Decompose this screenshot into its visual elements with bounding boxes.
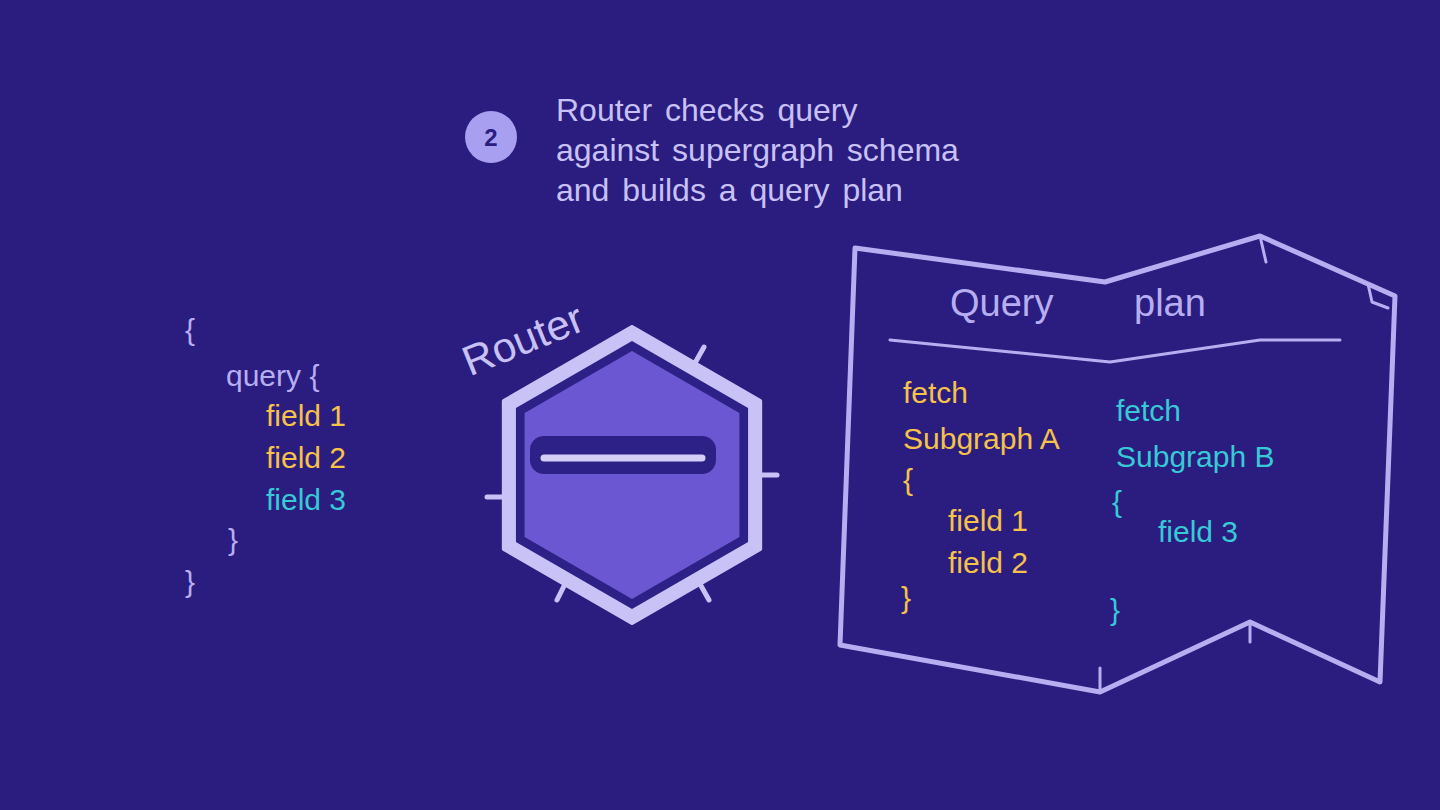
query-code-line: { — [185, 312, 195, 348]
callout-number: 2 — [465, 111, 517, 163]
router-spike — [487, 495, 503, 500]
node-text: } — [1110, 592, 1120, 628]
node-text: field 1 — [948, 503, 1028, 539]
router-hexagon: Router — [470, 290, 790, 640]
router-spike — [695, 347, 704, 363]
node-text: } — [901, 580, 911, 616]
slide-title: Router checks query against supergraph s… — [556, 90, 961, 210]
map-outline — [840, 236, 1395, 692]
text-holder: field 3 — [1158, 514, 1238, 550]
query-code-line: field 2 — [266, 440, 346, 476]
node-text: { — [903, 462, 913, 498]
map-fold-line — [1260, 236, 1266, 262]
query-plan-map: Query planfetch Subgraph A{field 1field … — [830, 226, 1410, 706]
node-text: fetch Subgraph A — [903, 370, 1083, 462]
router-dark-ring — [516, 341, 748, 609]
router-outer-ring — [504, 327, 760, 623]
query-code-line: field 3 — [266, 482, 346, 518]
text-holder: Query plan — [950, 280, 1206, 326]
router-spike — [700, 584, 709, 600]
text-holder: { — [903, 462, 913, 498]
map-fold-line — [1099, 668, 1102, 692]
text-holder: fetch Subgraph B — [1116, 388, 1296, 480]
router-slot — [530, 436, 716, 474]
label-holder: field 3 — [266, 482, 346, 518]
label-holder: } — [228, 522, 238, 558]
label-holder: field 2 — [266, 440, 346, 476]
node-text: field 3 — [1158, 514, 1238, 550]
text-holder: field 1 — [948, 503, 1028, 539]
node-heading: Query plan — [950, 280, 1206, 326]
router-spike — [557, 584, 565, 600]
query-code-line: field 1 — [266, 398, 346, 434]
label-holder: field 1 — [266, 398, 346, 434]
query-code-line: } — [228, 522, 238, 558]
label-holder: query { — [226, 358, 319, 394]
text-holder: { — [1112, 484, 1122, 520]
label-holder: } — [185, 564, 195, 600]
query-code-line: } — [185, 564, 195, 600]
callout-number-text: 2 — [484, 123, 497, 152]
label-holder: { — [185, 312, 195, 348]
router-slot-light — [544, 455, 702, 462]
text-holder: 2 — [465, 111, 517, 163]
map-fold-line — [890, 340, 1340, 362]
text-holder: } — [901, 580, 911, 616]
text-holder: field 2 — [948, 545, 1028, 581]
title-holder: Router checks query against supergraph s… — [556, 90, 961, 210]
query-code-line: query { — [226, 358, 319, 394]
text-holder: } — [1110, 592, 1120, 628]
router-face — [525, 351, 740, 599]
node-text: field 2 — [948, 545, 1028, 581]
map-fold-line — [1368, 284, 1388, 308]
node-text: fetch Subgraph B — [1116, 388, 1296, 480]
text-holder: fetch Subgraph A — [903, 370, 1083, 462]
router-spike — [761, 473, 777, 478]
node-text: { — [1112, 484, 1122, 520]
map-fold-line — [1249, 622, 1252, 642]
